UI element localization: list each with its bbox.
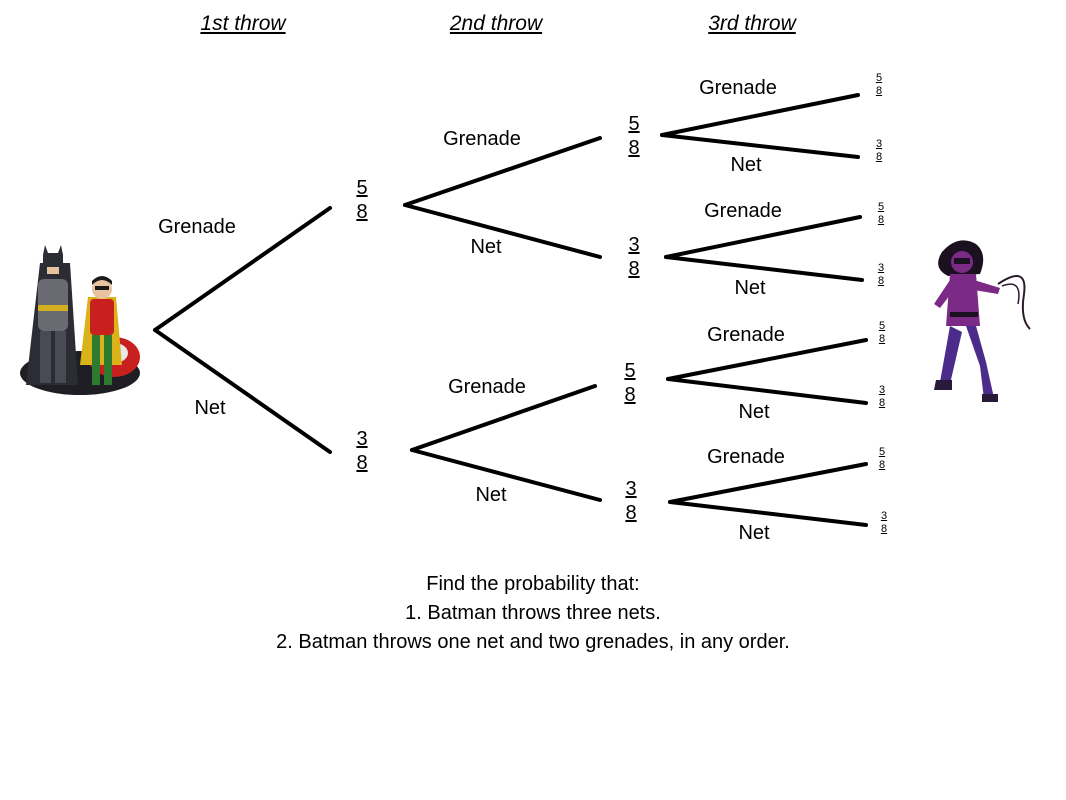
numerator: 3	[877, 262, 885, 274]
prob-l3-nn-net: 3 8	[881, 510, 887, 536]
denominator: 8	[877, 214, 885, 227]
branch-l2-g-net	[403, 203, 602, 259]
question-item-1: 1. Batman throws three nets.	[405, 602, 661, 624]
prob-l3-nn-grenade: 5 8	[879, 446, 885, 472]
label-l3-ng-grenade: Grenade	[707, 324, 785, 346]
branch-l3-ng-grenade	[666, 338, 868, 381]
denominator: 8	[875, 151, 883, 164]
label-l2-n-grenade: Grenade	[448, 376, 526, 398]
branch-l2-n-grenade	[410, 384, 597, 452]
prob-l3-ng-grenade: 5 8	[879, 320, 885, 346]
header-1st-throw: 1st throw	[200, 12, 286, 35]
numerator: 3	[356, 428, 368, 450]
label-l3-gg-grenade: Grenade	[699, 77, 777, 99]
label-l3-nn-grenade: Grenade	[707, 446, 785, 468]
prob-l1-net: 3 8	[356, 427, 367, 475]
numerator: 5	[878, 320, 886, 332]
prob-l3-gg-net: 3 8	[876, 138, 882, 164]
denominator: 8	[878, 397, 886, 410]
denominator: 8	[875, 85, 883, 98]
label-l1-grenade: Grenade	[158, 216, 236, 238]
numerator: 5	[875, 72, 883, 84]
numerator: 5	[624, 360, 636, 382]
branch-l1-net	[153, 328, 332, 454]
prob-l3-ng-net: 3 8	[879, 384, 885, 410]
label-l2-g-grenade: Grenade	[443, 128, 521, 150]
numerator: 5	[878, 446, 886, 458]
label-l1-net: Net	[194, 397, 226, 419]
label-l3-nn-net: Net	[738, 522, 770, 544]
prob-l2-n-grenade: 5 8	[624, 359, 635, 407]
denominator: 8	[356, 201, 368, 223]
denominator: 8	[628, 258, 640, 280]
numerator: 5	[356, 177, 368, 199]
prob-l3-gn-grenade: 5 8	[878, 201, 884, 227]
label-l3-gg-net: Net	[730, 154, 762, 176]
branch-l2-g-grenade	[403, 136, 602, 207]
label-l2-n-net: Net	[475, 484, 507, 506]
branch-l3-gg-grenade	[660, 93, 860, 137]
prob-l2-n-net: 3 8	[625, 477, 636, 525]
question-intro: Find the probability that:	[426, 573, 640, 595]
denominator: 8	[878, 333, 886, 346]
denominator: 8	[356, 452, 368, 474]
prob-l3-gg-grenade: 5 8	[876, 72, 882, 98]
batman-and-robin-illustration	[20, 245, 140, 395]
branch-l3-gg-net	[660, 133, 860, 159]
question-item-2: 2. Batman throws one net and two grenade…	[276, 631, 790, 653]
branch-l1-grenade	[153, 206, 332, 332]
denominator: 8	[880, 523, 888, 536]
prob-l2-g-net: 3 8	[628, 233, 639, 281]
label-l3-gn-grenade: Grenade	[704, 200, 782, 222]
denominator: 8	[628, 137, 640, 159]
header-2nd-throw: 2nd throw	[449, 12, 543, 35]
branch-l3-gn-grenade	[664, 215, 862, 259]
prob-l1-grenade: 5 8	[356, 176, 367, 224]
numerator: 3	[880, 510, 888, 522]
denominator: 8	[625, 502, 637, 524]
numerator: 5	[877, 201, 885, 213]
prob-l2-g-grenade: 5 8	[628, 112, 639, 160]
label-l3-gn-net: Net	[734, 277, 766, 299]
branch-l3-nn-grenade	[668, 462, 868, 504]
branch-l3-gn-net	[664, 255, 864, 282]
denominator: 8	[878, 459, 886, 472]
prob-l3-gn-net: 3 8	[878, 262, 884, 288]
branch-l3-ng-net	[666, 377, 868, 405]
question-block: Find the probability that: 1. Batman thr…	[0, 570, 1066, 657]
catwoman-illustration	[934, 240, 1031, 402]
numerator: 3	[628, 234, 640, 256]
branch-l2-n-net	[410, 448, 602, 502]
numerator: 3	[878, 384, 886, 396]
numerator: 5	[628, 113, 640, 135]
denominator: 8	[877, 275, 885, 288]
numerator: 3	[625, 478, 637, 500]
header-3rd-throw: 3rd throw	[708, 12, 796, 35]
numerator: 3	[875, 138, 883, 150]
label-l3-ng-net: Net	[738, 401, 770, 423]
branch-l3-nn-net	[668, 500, 868, 527]
label-l2-g-net: Net	[470, 236, 502, 258]
denominator: 8	[624, 384, 636, 406]
